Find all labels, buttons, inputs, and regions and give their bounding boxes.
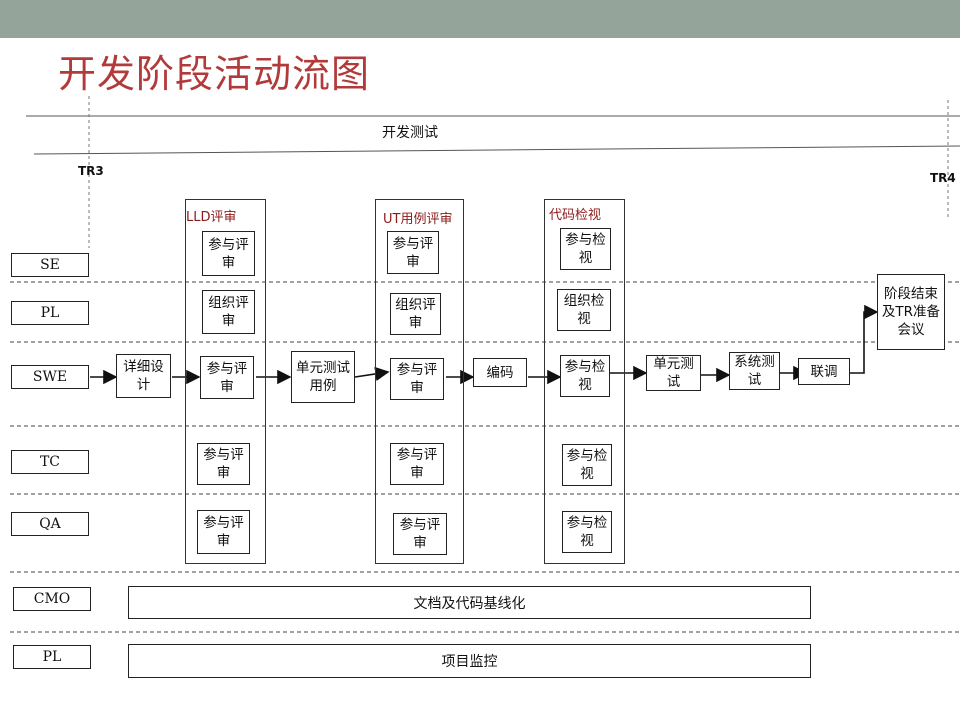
bar-baseline: 文档及代码基线化 (128, 586, 811, 619)
arrow-utcase-to-utreview (354, 366, 390, 382)
ut-qa-participate: 参与评审 (393, 513, 447, 555)
ut-tc-participate: 参与评审 (390, 443, 444, 485)
group-lld-review (185, 199, 266, 564)
group-ut-review (375, 199, 464, 564)
role-pl-monitor: PL (13, 645, 91, 669)
milestone-tr4: TR4 (930, 171, 956, 185)
code-pl-organize: 组织检视 (557, 289, 611, 331)
top-banner (0, 0, 960, 38)
flow-detail-design: 详细设计 (116, 354, 171, 398)
code-swe-participate: 参与检视 (560, 355, 610, 397)
role-cmo: CMO (13, 587, 91, 611)
role-tc: TC (11, 450, 89, 474)
page-title: 开发阶段活动流图 (58, 52, 371, 96)
group-code-inspection (544, 199, 625, 564)
lld-qa-participate: 参与评审 (197, 510, 250, 554)
bar-project-monitor: 项目监控 (128, 644, 811, 678)
role-pl: PL (11, 301, 89, 325)
lld-tc-participate: 参与评审 (197, 443, 250, 485)
lld-pl-organize: 组织评审 (202, 290, 255, 334)
phase-label: 开发测试 (382, 125, 438, 141)
code-tc-participate: 参与检视 (562, 444, 612, 486)
code-se-participate: 参与检视 (560, 228, 611, 270)
phase-line-bottom (33, 145, 960, 155)
ut-pl-organize: 组织评审 (390, 293, 441, 335)
role-swe: SWE (11, 365, 89, 389)
flow-unit-test: 单元测试 (646, 355, 701, 391)
ut-se-participate: 参与评审 (387, 231, 439, 274)
flow-phase-end-meeting: 阶段结束及TR准备会议 (877, 274, 945, 350)
role-se: SE (11, 253, 89, 277)
lld-swe-participate: 参与评审 (200, 356, 254, 399)
flow-integration: 联调 (798, 358, 850, 385)
lld-se-participate: 参与评审 (202, 231, 255, 276)
flow-unit-test-case: 单元测试用例 (291, 351, 355, 403)
flow-system-test: 系统测试 (729, 352, 780, 390)
ut-swe-participate: 参与评审 (390, 358, 444, 400)
flow-coding: 编码 (473, 358, 527, 387)
group-lld-label: LLD评审 (186, 210, 237, 225)
arrow-integration-to-end (850, 304, 879, 374)
group-ut-label: UT用例评审 (383, 212, 453, 227)
group-code-label: 代码检视 (549, 208, 602, 223)
milestone-tr3: TR3 (78, 164, 104, 178)
code-qa-participate: 参与检视 (562, 511, 612, 553)
role-qa: QA (11, 512, 89, 536)
